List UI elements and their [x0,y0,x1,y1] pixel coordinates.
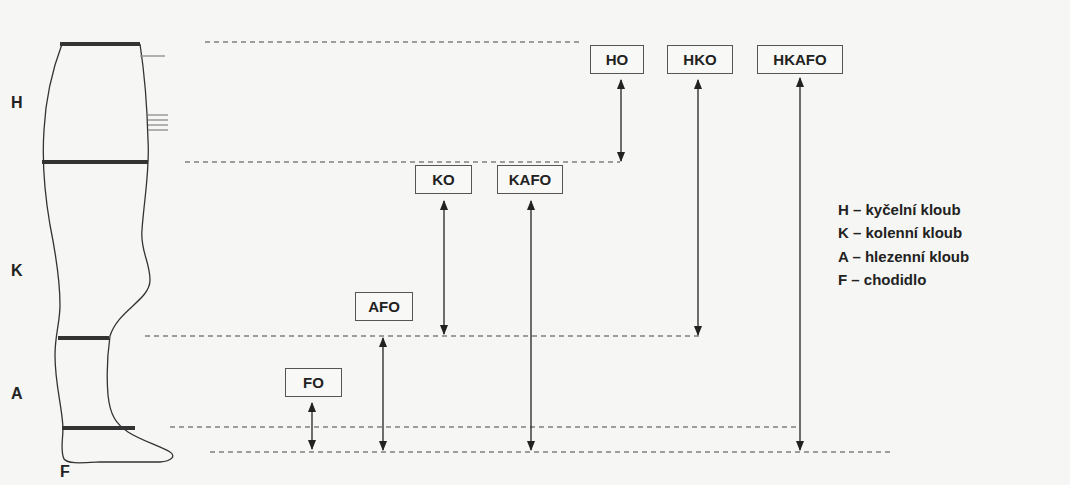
orthosis-box: FO [285,368,342,397]
box-label: HKO [683,51,716,68]
box-label: HKAFO [773,51,826,68]
orthosis-box: HKAFO [757,45,843,74]
box-label: KAFO [509,171,552,188]
orthosis-box: HKO [667,45,733,74]
level-lines [145,42,890,452]
orthosis-bands [42,44,148,428]
leg-outline [43,44,173,463]
orthosis-box: KAFO [497,165,563,194]
key-line: A – hlezenní kloub [838,248,969,265]
key-line: H – kyčelní kloub [838,201,961,218]
orthosis-box: AFO [355,292,413,321]
orthosis-box: HO [590,45,644,74]
box-label: FO [303,374,324,391]
joint-letter: F [60,463,70,481]
key-line: F – chodidlo [838,271,926,288]
box-label: AFO [368,298,400,315]
joint-letter: H [11,94,23,112]
joint-letter: A [11,385,23,403]
box-label: HO [606,51,629,68]
range-arrows [312,78,800,450]
joint-letter: K [11,262,23,280]
key-line: K – kolenní kloub [838,224,962,241]
box-label: KO [432,171,455,188]
orthosis-box: KO [415,165,472,194]
